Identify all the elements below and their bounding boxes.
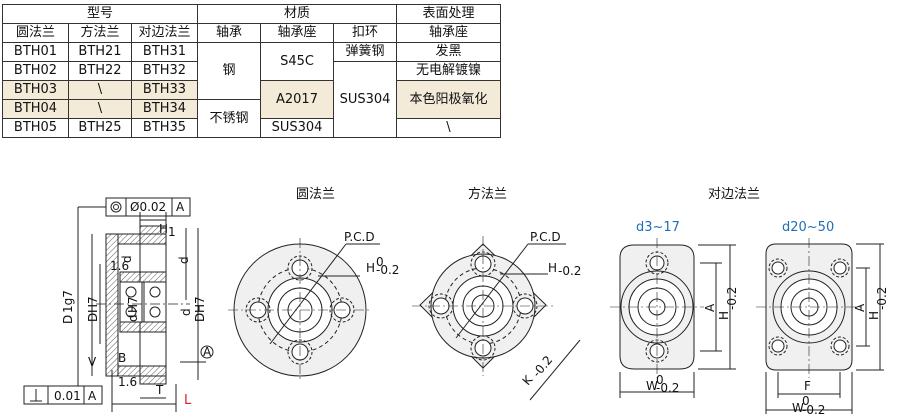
roughness-1: 1.6 — [110, 259, 129, 273]
round-H-zero: 0 — [376, 255, 384, 269]
cell-model: BTH05 — [2, 118, 69, 138]
dim-d: d — [179, 308, 193, 316]
small-H: H — [717, 311, 731, 320]
roughness-2: 1.6 — [118, 375, 137, 389]
opposite-large-view — [756, 238, 884, 414]
dim-dh7-inner: d — [126, 314, 140, 322]
title-round: 圆法兰 — [296, 187, 335, 202]
label-small-range: d3~17 — [636, 220, 680, 235]
cell-surface-none: \ — [396, 118, 501, 138]
perpendicularity-frame — [23, 385, 103, 405]
small-W-tol: -0.2 — [656, 381, 679, 395]
cell-model: BTH34 — [131, 99, 198, 119]
dim-d2: d — [120, 255, 134, 263]
dim-L: L — [184, 393, 192, 408]
small-H-tol: -0.2 — [725, 287, 739, 310]
square-H-tol: -0.2 — [558, 264, 581, 278]
large-H: H — [867, 311, 881, 320]
dim-dh7-outer: D — [86, 313, 100, 322]
cell-bearing-stainless: 不锈钢 — [197, 99, 261, 138]
coaxial-tol: Ø0.02 — [130, 200, 166, 214]
cell-model: BTH03 — [2, 80, 69, 100]
large-W-zero: 0 — [802, 394, 810, 408]
cell-housing-a2017: A2017 — [260, 80, 334, 119]
square-flange-view — [412, 236, 581, 401]
round-flange-view — [228, 238, 380, 382]
dim-B: B — [118, 351, 126, 365]
spec-table: 型号 材质 表面处理 圆法兰 方法兰 对边法兰 轴承 轴承座 扣环 轴承座 BT… — [2, 4, 501, 138]
cell-model: BTH33 — [131, 80, 198, 100]
datum-a-bottom: A — [88, 389, 97, 403]
dim-T: T — [155, 383, 164, 397]
round-pcd: P.C.D — [344, 230, 375, 244]
dim-Dh7: D — [193, 313, 207, 322]
dim-dh7-outer-sub: H7 — [86, 296, 100, 313]
dim-D1-sub: 1g7 — [61, 290, 75, 313]
datum-a-top: A — [176, 200, 185, 214]
header-opposite: 对边法兰 — [131, 23, 198, 43]
dim-Dh7-sub: H7 — [193, 296, 207, 313]
dim-h1-sub: 1 — [168, 225, 176, 239]
header-square: 方法兰 — [68, 23, 132, 43]
title-square: 方法兰 — [468, 186, 507, 202]
cell-housing-s45c: S45C — [260, 42, 334, 81]
large-F: F — [804, 379, 811, 393]
cell-model: BTH25 — [68, 118, 132, 138]
square-pcd: P.C.D — [530, 230, 561, 244]
cell-model: \ — [68, 80, 132, 100]
cell-housing-sus304: SUS304 — [260, 118, 334, 138]
square-H: H — [548, 261, 557, 275]
large-W-tol: -0.2 — [802, 403, 825, 417]
cell-retaining-spring: 弹簧钢 — [333, 42, 397, 62]
dim-h1: H — [159, 222, 168, 236]
datum-circle — [200, 345, 214, 359]
section-labels: Ø0.02 A H 1 d d D 1g7 D H7 d H7 d D H7 A… — [23, 200, 214, 408]
opposite-small-view — [610, 238, 736, 398]
cell-surface-anodize: 本色阳极氧化 — [396, 80, 501, 119]
datum-circle-a: A — [203, 345, 212, 359]
round-H: H — [366, 261, 375, 275]
large-H-tol: -0.2 — [875, 287, 889, 310]
large-W: W — [792, 401, 804, 415]
dim-V: V — [88, 355, 97, 369]
dim-dh7-inner-sub: H7 — [126, 296, 140, 313]
square-K-tol: -0.2 — [530, 353, 556, 380]
dim-D1: D — [61, 315, 75, 324]
cell-model: BTH35 — [131, 118, 198, 138]
small-W: W — [646, 379, 658, 393]
label-large-range: d20~50 — [782, 220, 834, 235]
small-A: A — [703, 303, 717, 312]
large-A: A — [853, 303, 867, 312]
title-opposite: 对边法兰 — [708, 187, 760, 202]
small-W-zero: 0 — [656, 373, 664, 387]
perp-tol: 0.01 — [54, 389, 81, 403]
cell-model: BTH04 — [2, 99, 69, 119]
cell-retaining-sus304: SUS304 — [333, 61, 397, 138]
cell-model: \ — [68, 99, 132, 119]
dim-d1: d — [177, 256, 191, 264]
cell-model: BTH31 — [131, 42, 198, 62]
round-H-tol: -0.2 — [376, 263, 399, 277]
section-view — [77, 197, 206, 412]
